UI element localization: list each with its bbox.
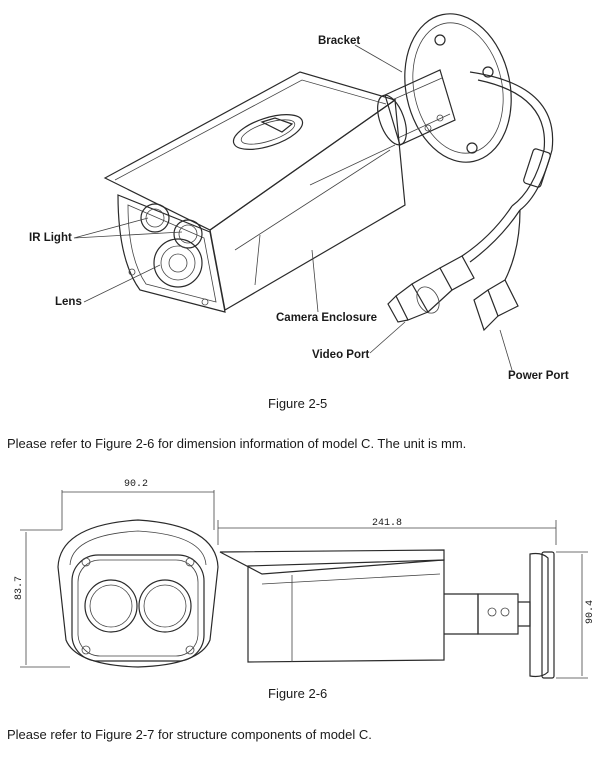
bracket-label: Bracket [318, 35, 361, 47]
camera-illustration [73, 13, 554, 371]
figure-2-5-caption: Figure 2-5 [268, 396, 328, 411]
side-height-dim: 90.4 [585, 599, 596, 624]
lens-label: Lens [55, 296, 82, 308]
front-width-dim: 90.2 [124, 479, 149, 490]
ir-light-label: IR Light [29, 232, 72, 244]
video-port-label: Video Port [312, 349, 370, 361]
dimension-paragraph: Please refer to Figure 2-6 for dimension… [7, 436, 467, 451]
front-height-dim: 83.7 [14, 575, 25, 600]
structure-paragraph: Please refer to Figure 2-7 for structure… [7, 727, 372, 742]
side-length-dim: 241.8 [372, 518, 403, 529]
camera-enclosure-label: Camera Enclosure [276, 312, 377, 324]
figure-2-6-caption: Figure 2-6 [268, 686, 328, 701]
power-port-label: Power Port [508, 370, 569, 382]
